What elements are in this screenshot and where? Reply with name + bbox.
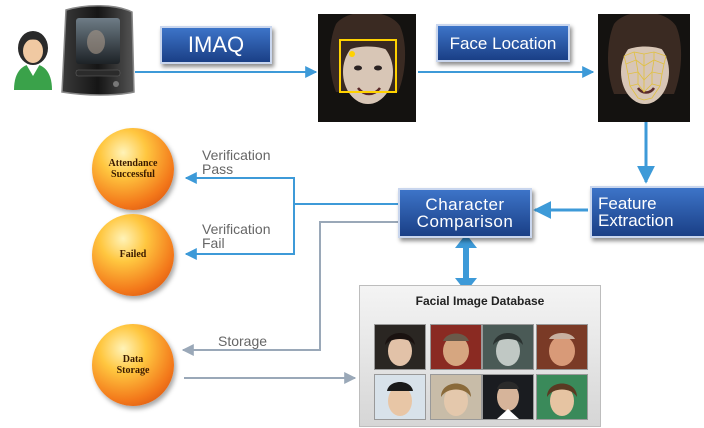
connector-fail bbox=[184, 204, 295, 260]
user-icon bbox=[6, 24, 60, 94]
face-mesh-photo bbox=[598, 14, 690, 122]
storage-label-line1: Data bbox=[122, 353, 144, 365]
database-face-8 bbox=[536, 374, 588, 420]
arrow-up-head bbox=[455, 234, 477, 248]
character-comparison-label-line2: Comparison bbox=[416, 212, 514, 231]
face-photo-icon bbox=[318, 14, 416, 122]
verification-pass-label: Verification Pass bbox=[202, 148, 270, 176]
database-face-1 bbox=[374, 324, 426, 370]
connector-storage bbox=[181, 221, 398, 356]
verification-pass-line1: Verification bbox=[202, 147, 271, 163]
connector-pass bbox=[184, 172, 398, 205]
storage-label-line2: Storage bbox=[116, 365, 150, 376]
verification-fail-line1: Verification bbox=[202, 221, 271, 237]
character-comparison-label-line1: Character bbox=[425, 195, 505, 214]
face-photo bbox=[318, 14, 416, 122]
attendance-successful-node: Attendance Successful bbox=[92, 128, 174, 210]
facial-image-database: Facial Image Database bbox=[359, 285, 601, 427]
face-location-step: Face Location bbox=[436, 24, 570, 62]
verification-fail-label: Verification Fail bbox=[202, 222, 270, 250]
database-face-4 bbox=[536, 324, 588, 370]
failed-label: Failed bbox=[119, 249, 147, 261]
feature-extraction-label-line2: Extraction bbox=[598, 211, 674, 230]
failed-node: Failed bbox=[92, 214, 174, 296]
face-mesh-photo-icon bbox=[598, 14, 690, 122]
database-face-5 bbox=[374, 374, 426, 420]
storage-label: Storage bbox=[218, 333, 268, 349]
face-location-label: Face Location bbox=[449, 33, 557, 53]
attendance-label-line1: Attendance bbox=[108, 157, 158, 169]
imaq-label: IMAQ bbox=[187, 32, 245, 57]
terminal-device-icon bbox=[56, 4, 138, 98]
verification-fail-line2: Fail bbox=[202, 235, 225, 251]
data-storage-node: Data Storage bbox=[92, 324, 174, 406]
database-title: Facial Image Database bbox=[415, 294, 545, 308]
database-face-6 bbox=[430, 374, 482, 420]
database-face-3 bbox=[482, 324, 534, 370]
feature-extraction-step: Feature Extraction bbox=[590, 186, 704, 238]
verification-pass-line2: Pass bbox=[202, 161, 234, 177]
attendance-label-line2: Successful bbox=[111, 169, 155, 180]
feature-extraction-label-line1: Feature bbox=[598, 194, 657, 213]
character-comparison-step: Character Comparison bbox=[398, 188, 532, 238]
imaq-step: IMAQ bbox=[160, 26, 272, 64]
database-face-2 bbox=[430, 324, 482, 370]
database-face-7 bbox=[482, 374, 534, 420]
